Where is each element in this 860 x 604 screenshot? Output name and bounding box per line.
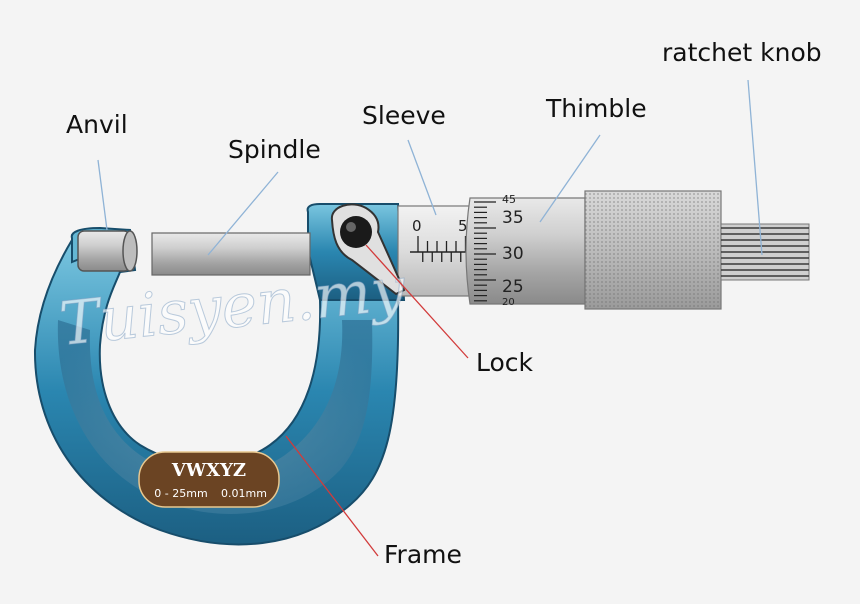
leader-lock <box>365 244 469 359</box>
ratchet-lines <box>721 227 809 277</box>
thimble-label-35: 35 <box>502 208 524 228</box>
plate-brand: VWXYZ <box>171 460 246 481</box>
leader-lines <box>97 79 763 557</box>
name-plate: VWXYZ 0 - 25mm 0.01mm <box>138 451 280 508</box>
leader-anvil <box>97 159 108 231</box>
anvil <box>77 230 138 272</box>
sleeve-five-label: 5 <box>458 217 468 235</box>
lock <box>330 203 406 296</box>
leader-ratchet <box>747 79 763 256</box>
thimble-label-25: 25 <box>502 277 524 297</box>
label-frame: Frame <box>384 540 462 569</box>
label-sleeve: Sleeve <box>362 101 446 130</box>
thimble-label-45: 45 <box>502 193 516 206</box>
spindle <box>151 232 311 276</box>
label-spindle: Spindle <box>228 135 321 164</box>
leader-frame <box>285 435 379 557</box>
thimble-label-20: 20 <box>502 297 515 308</box>
thimble-label-30: 30 <box>502 244 524 264</box>
plate-resolution: 0.01mm <box>221 487 267 500</box>
frame-inner-panel <box>57 320 373 515</box>
label-lock: Lock <box>476 348 534 377</box>
plate-range: 0 - 25mm <box>154 487 207 500</box>
leader-spindle <box>207 171 279 256</box>
label-thimble: Thimble <box>545 94 647 123</box>
sleeve-zero-label: 0 <box>412 217 422 235</box>
label-anvil: Anvil <box>66 110 128 139</box>
ratchet-knob <box>720 223 810 281</box>
leader-sleeve <box>407 139 437 216</box>
label-ratchet-knob: ratchet knob <box>662 38 822 67</box>
thimble-ticks <box>474 201 496 302</box>
thimble: 45 35 30 25 20 <box>465 190 722 310</box>
leader-thimble <box>539 134 601 223</box>
